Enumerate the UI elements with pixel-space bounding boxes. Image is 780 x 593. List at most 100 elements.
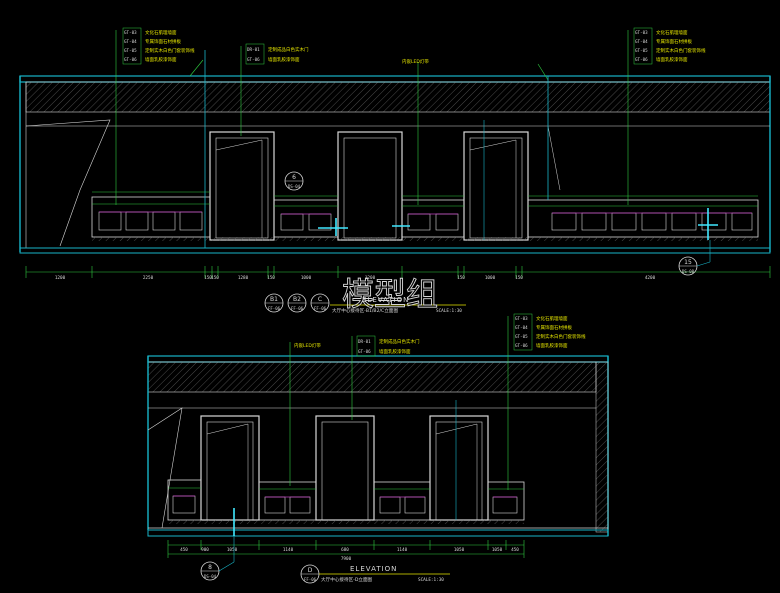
svg-text:8: 8: [208, 564, 212, 571]
top-callout-mid: DR-01 GT-06 定制成品白色实木门 墙面乳胶漆饰面: [245, 43, 309, 65]
watermark: 模型组: [342, 275, 438, 313]
callout-label: 专属饰面石材拼板: [145, 38, 181, 45]
svg-text:B2: B2: [293, 296, 301, 303]
bottom-title-block: D FF-06 ELEVATION 大厅中心接待区-D立面图 SCALE:1:3…: [300, 564, 450, 584]
svg-text:150: 150: [515, 275, 523, 281]
svg-text:1200: 1200: [365, 275, 376, 281]
svg-text:450: 450: [511, 547, 519, 553]
bottom-cabinet-4: [487, 481, 525, 521]
svg-text:1050: 1050: [492, 547, 503, 553]
bottom-tag-8: 8 DS-04: [200, 536, 235, 581]
svg-text:680: 680: [341, 547, 349, 553]
bottom-door-2: [315, 415, 375, 521]
svg-text:FF-06: FF-06: [304, 577, 317, 582]
svg-text:6: 6: [292, 174, 296, 181]
svg-text:150: 150: [457, 275, 465, 281]
callout-label: 专属饰面石材拼板: [656, 38, 692, 45]
callout-code: GT-04: [515, 325, 528, 330]
title-bubble-c: C FF-06: [310, 293, 330, 313]
top-cabinet-left: [91, 196, 211, 238]
svg-text:1000: 1000: [301, 275, 312, 281]
top-ceiling-hatch: [25, 81, 771, 113]
top-door-1: [209, 131, 275, 241]
top-door-3: [463, 120, 529, 241]
title-bubble-d: D FF-06: [300, 564, 320, 584]
bottom-dimension-line: 450 900 1050 1140 680 1140 1050 1050 450…: [167, 540, 525, 562]
bottom-callout-right: GT-03 GT-04 GT-05 GT-06 文化石肌理墙面 专属饰面石材拼板…: [513, 313, 586, 351]
bottom-ceiling-band: [147, 355, 609, 363]
bottom-callout-left: 内嵌LED灯带: [294, 342, 321, 349]
svg-text:1140: 1140: [397, 547, 408, 553]
bottom-floor-slab: [147, 529, 609, 537]
callout-code: GT-05: [515, 334, 528, 339]
bottom-elevation-heading: ELEVATION: [350, 565, 397, 573]
callout-label: 文化石肌理墙面: [656, 29, 688, 36]
top-elevation: GT-03 GT-04 GT-05 GT-06 文化石肌理墙面 专属饰面石材拼板…: [19, 27, 771, 314]
svg-text:1280: 1280: [238, 275, 249, 281]
top-title-block: B1 FF-06 B2 FF-06 C FF-06 ELEVATION 大厅中心…: [264, 293, 466, 314]
top-dimension-line: 1200 2250 150 150 1280 150 1000 1200 150…: [25, 266, 771, 281]
callout-code: GT-03: [515, 316, 528, 321]
svg-text:B1: B1: [270, 296, 278, 303]
bottom-ceiling-hatch: [147, 361, 597, 393]
top-ceiling-band: [19, 75, 771, 83]
bottom-elevation-subtitle: 大厅中心接待区-D立面图: [321, 576, 373, 583]
callout-code: GT-04: [635, 39, 648, 44]
bottom-elevation: 内嵌LED灯带 DR-01 GT-06 定制成品白色实木门 墙面乳胶漆饰面 GT…: [147, 313, 609, 584]
bottom-cabinet-3: [373, 481, 431, 521]
svg-text:FF-06: FF-06: [291, 306, 304, 311]
svg-text:DS-04: DS-04: [204, 574, 217, 579]
callout-label: 定制成品白色实木门: [379, 338, 420, 345]
svg-text:1000: 1000: [485, 275, 496, 281]
svg-text:1140: 1140: [283, 547, 294, 553]
top-cabinet-right: [527, 199, 759, 238]
svg-text:C: C: [318, 296, 322, 303]
top-callout-right: GT-03 GT-04 GT-05 GT-06 文化石肌理墙面 专属饰面石材拼板…: [633, 27, 706, 65]
svg-text:150: 150: [204, 275, 212, 281]
title-bubble-b1: B1 FF-06: [264, 293, 284, 313]
callout-label: 墙面乳胶漆饰面: [536, 342, 568, 349]
top-elevation-heading: ELEVATION: [362, 296, 409, 304]
svg-text:900: 900: [201, 547, 209, 553]
top-callout-center: 内嵌LED灯带: [402, 58, 429, 65]
svg-text:FF-06: FF-06: [268, 306, 281, 311]
callout-label: 定制成品白色实木门: [268, 46, 309, 53]
callout-label: 专属饰面石材拼板: [536, 324, 572, 331]
title-bubble-b2: B2 FF-06: [287, 293, 307, 313]
svg-text:450: 450: [180, 547, 188, 553]
svg-text:DS-08: DS-08: [682, 269, 695, 274]
callout-code: DR-01: [358, 339, 371, 344]
callout-label: 文化石肌理墙面: [145, 29, 177, 36]
callout-code: GT-06: [515, 343, 528, 348]
svg-text:7900: 7900: [341, 556, 352, 562]
callout-code: GT-05: [635, 48, 648, 53]
svg-text:D: D: [308, 567, 313, 574]
top-tag-15: 15 DS-08: [678, 240, 711, 276]
svg-text:1050: 1050: [227, 547, 238, 553]
callout-code: GT-04: [124, 39, 137, 44]
top-callout-left: GT-03 GT-04 GT-05 GT-06 文化石肌理墙面 专属饰面石材拼板…: [122, 27, 195, 65]
bottom-door-3: [429, 400, 489, 521]
bottom-cabinet-1: [167, 479, 202, 521]
bottom-callout-mid: DR-01 GT-06 定制成品白色实木门 墙面乳胶漆饰面: [356, 335, 420, 357]
top-cabinet-mid-1: [273, 199, 339, 238]
svg-text:1050: 1050: [454, 547, 465, 553]
bottom-cabinet-2: [258, 481, 317, 521]
callout-label: 定制实木白色门套装饰线: [656, 47, 706, 54]
svg-text:2250: 2250: [143, 275, 154, 281]
top-elevation-scale: SCALE:1:30: [436, 308, 462, 314]
bottom-elevation-scale: SCALE:1:30: [418, 577, 444, 583]
callout-code: GT-06: [124, 57, 137, 62]
callout-label: 墙面乳胶漆饰面: [656, 56, 688, 63]
callout-label: 定制实木白色门套装饰线: [536, 333, 586, 340]
callout-code: GT-06: [635, 57, 648, 62]
callout-code: GT-05: [124, 48, 137, 53]
top-elevation-subtitle: 大厅中心接待区-B1/B2/C立面图: [332, 307, 398, 314]
callout-label: 墙面乳胶漆饰面: [268, 56, 300, 63]
callout-label: 定制实木白色门套装饰线: [145, 47, 195, 54]
bottom-door-1: [200, 415, 260, 521]
svg-text:DS-04: DS-04: [288, 184, 301, 189]
callout-code: GT-06: [247, 57, 260, 62]
top-tag-6: 6 DS-04: [284, 171, 304, 191]
